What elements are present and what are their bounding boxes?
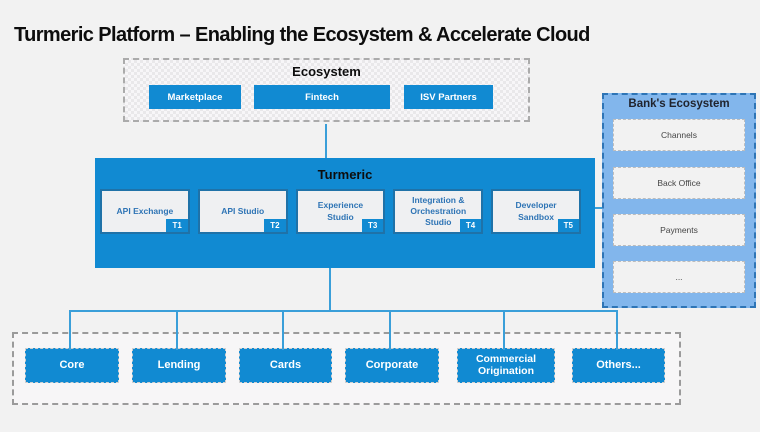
module-name: API Exchange: [116, 205, 174, 216]
bank-ecosystem-title: Bank's Ecosystem: [628, 98, 730, 110]
node-commercial-origination: Commercial Origination: [457, 348, 555, 383]
connector-ecosystem-to-turmeric: [325, 124, 327, 158]
connector-drop-others: [616, 310, 618, 350]
connector-turmeric-to-bus: [329, 268, 331, 312]
node-ellipsis: ...: [613, 261, 745, 293]
module-integration-orchestration-studio: Integration & Orchestration Studio T4: [393, 189, 484, 234]
connector-drop-cards: [282, 310, 284, 350]
page-title: Turmeric Platform – Enabling the Ecosyst…: [14, 24, 590, 46]
node-core: Core: [25, 348, 119, 383]
node-cards: Cards: [239, 348, 332, 383]
core-systems-panel: Core Lending Cards Corporate Commercial …: [12, 332, 681, 405]
module-tag-t4: T4: [459, 218, 482, 232]
node-payments: Payments: [613, 214, 745, 246]
turmeric-platform-panel: Turmeric API Exchange T1 API Studio T2 E…: [95, 158, 595, 268]
connector-bus-line: [69, 310, 618, 312]
turmeric-platform-title: Turmeric: [317, 167, 373, 182]
connector-turmeric-to-bank: [595, 207, 602, 209]
node-corporate: Corporate: [345, 348, 439, 383]
ecosystem-panel: Ecosystem Marketplace Fintech ISV Partne…: [123, 58, 530, 122]
module-tag-t1: T1: [166, 218, 188, 232]
module-name: API Studio: [221, 205, 265, 216]
node-marketplace: Marketplace: [149, 85, 241, 109]
module-api-exchange: API Exchange T1: [100, 189, 190, 234]
connector-drop-commercial-origination: [503, 310, 505, 350]
node-lending: Lending: [132, 348, 226, 383]
bank-ecosystem-panel: Bank's Ecosystem Channels Back Office Pa…: [602, 93, 756, 308]
module-tag-t5: T5: [557, 218, 579, 232]
module-row: API Exchange T1 API Studio T2 Experience…: [100, 189, 581, 234]
module-api-studio: API Studio T2: [197, 189, 288, 234]
module-name: Developer Sandbox: [515, 200, 557, 222]
node-channels: Channels: [613, 119, 745, 151]
connector-drop-lending: [176, 310, 178, 350]
module-name: Experience Studio: [317, 200, 364, 222]
module-name: Integration & Orchestration Studio: [410, 194, 467, 228]
connector-drop-corporate: [389, 310, 391, 350]
module-developer-sandbox: Developer Sandbox T5: [491, 189, 581, 234]
connector-drop-core: [69, 310, 71, 350]
module-experience-studio: Experience Studio T3: [295, 189, 386, 234]
node-fintech: Fintech: [254, 85, 390, 109]
module-tag-t3: T3: [362, 218, 384, 232]
ecosystem-panel-title: Ecosystem: [292, 64, 361, 79]
module-tag-t2: T2: [264, 218, 286, 232]
node-others: Others...: [572, 348, 665, 383]
node-back-office: Back Office: [613, 167, 745, 199]
node-isv-partners: ISV Partners: [404, 85, 493, 109]
